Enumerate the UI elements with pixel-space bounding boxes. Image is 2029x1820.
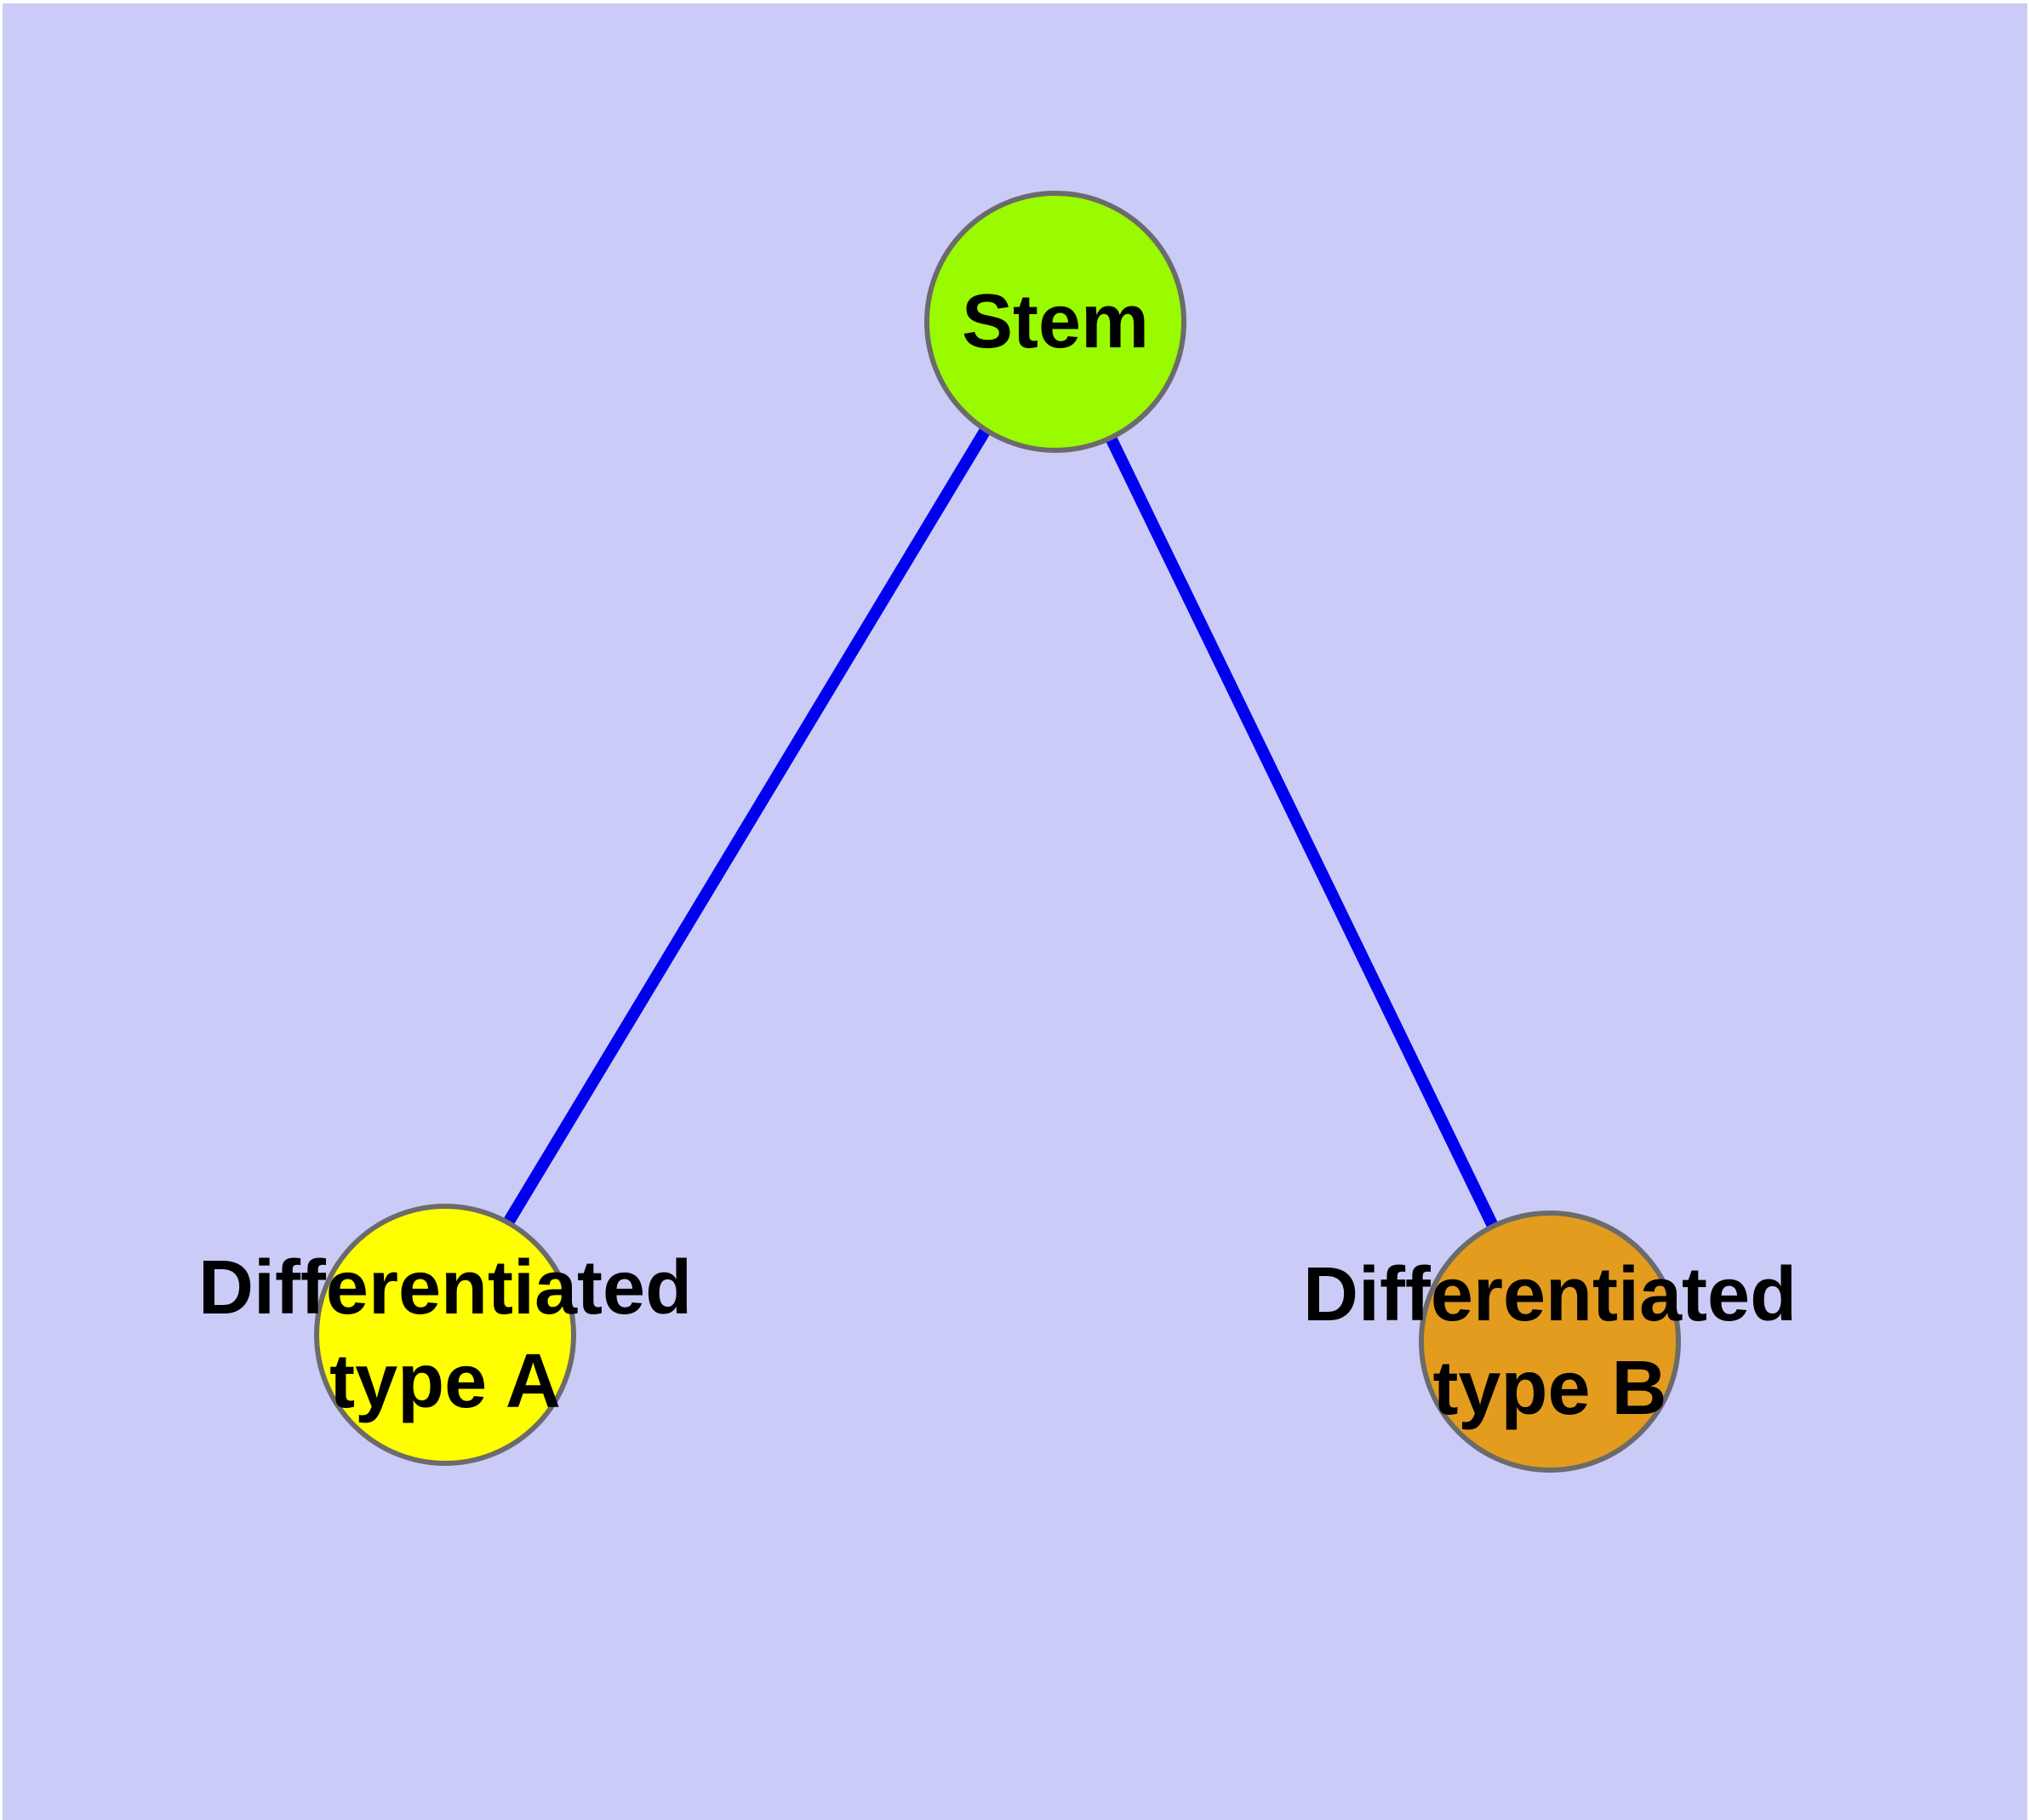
type-b-label-line2: type B [1432,1346,1667,1431]
type-a-node-circle[interactable] [314,1204,576,1466]
stem-node-label: Stem [961,279,1150,364]
type-b-node-label: Differentiated type B [1303,1248,1797,1435]
type-a-node-label: Differentiated type A [198,1241,692,1428]
type-b-label-line1: Differentiated [1302,1252,1798,1337]
type-a-label-line2: type A [329,1339,561,1424]
graph-canvas: Stem Differentiated type A Differentiate… [3,3,2027,1820]
edge-stem-to-type-b [1047,315,1553,1342]
edge-stem-to-type-a [437,315,1058,1335]
edges-layer [437,315,1553,1342]
type-a-label-line1: Differentiated [197,1245,693,1331]
stem-node-circle[interactable] [924,191,1186,453]
type-b-node-circle[interactable] [1419,1210,1681,1473]
